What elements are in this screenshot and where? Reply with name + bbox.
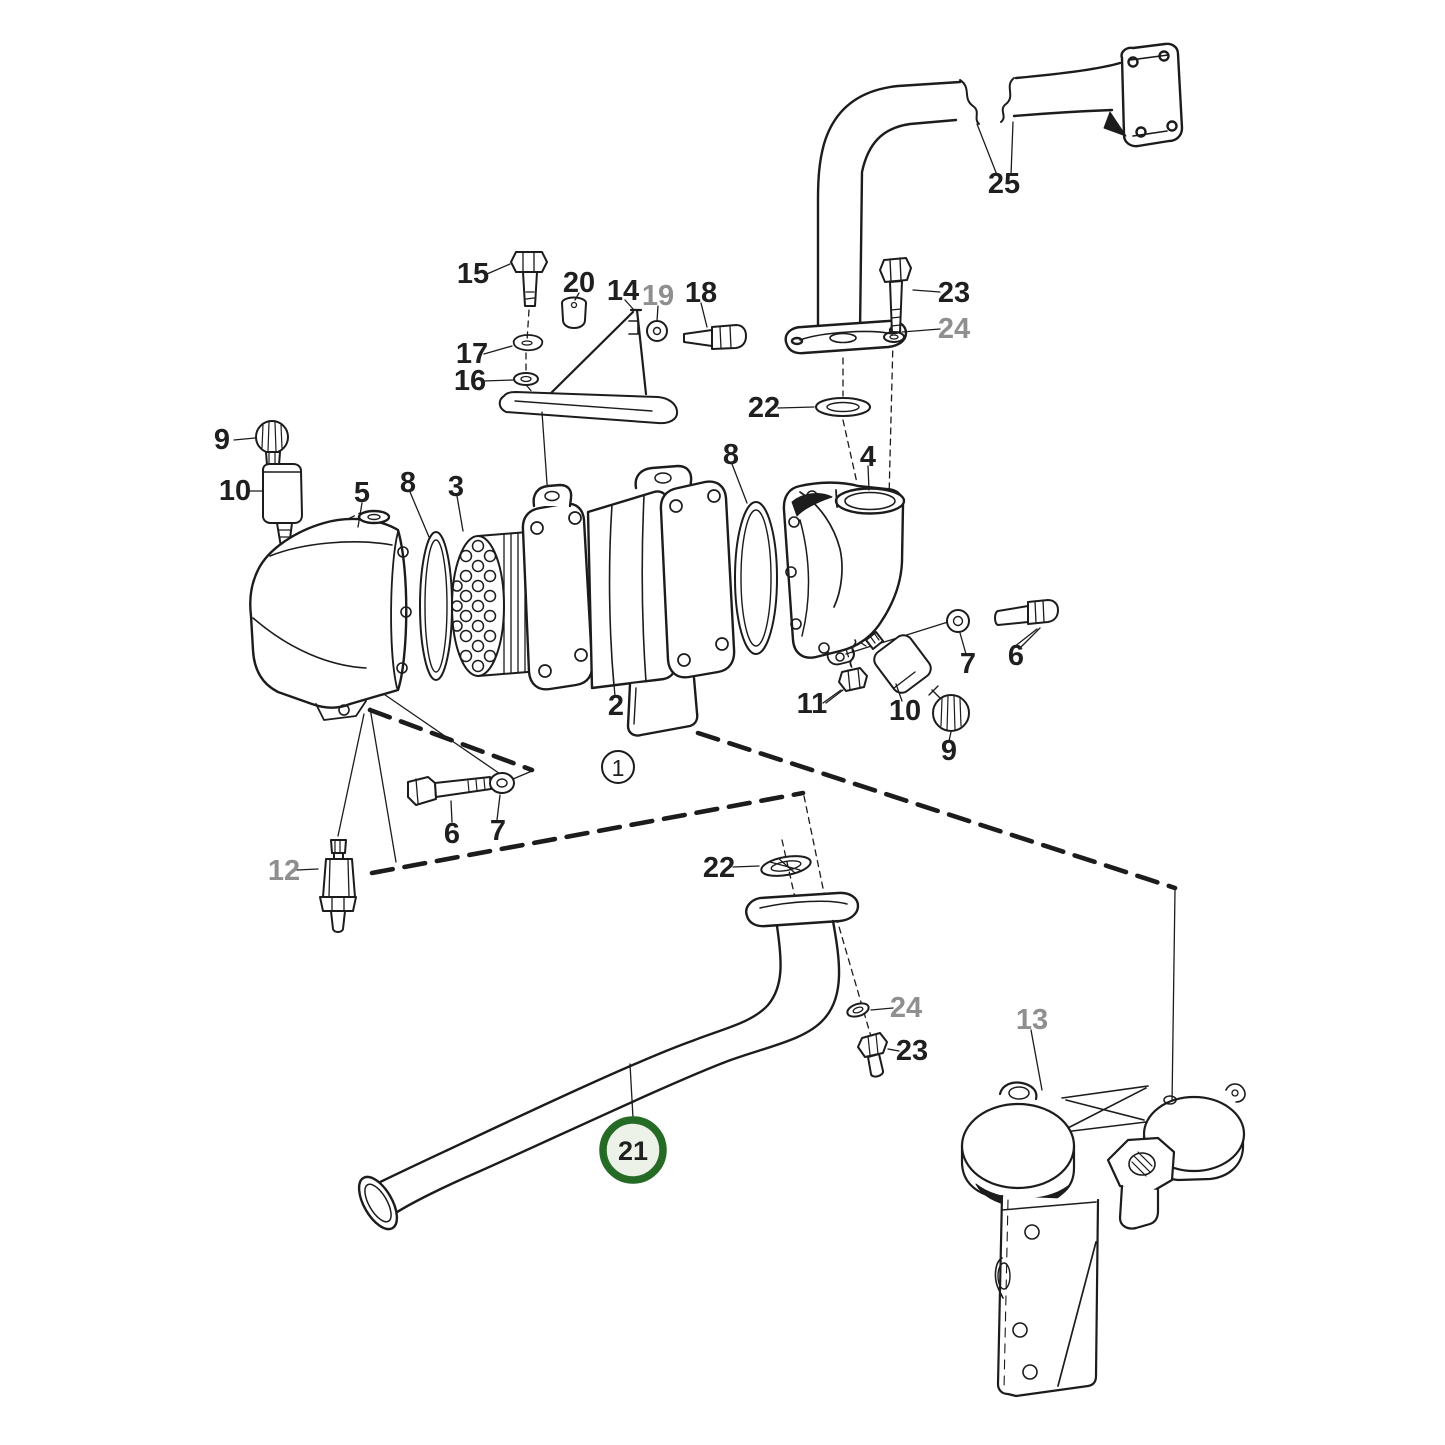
callout-8-right: 8: [723, 439, 739, 471]
gasket-22-lower-drawing: [760, 855, 812, 877]
callout-15: 15: [457, 258, 489, 290]
callout-17: 17: [456, 338, 488, 370]
callout-23-lower: 23: [896, 1035, 928, 1067]
callout-7-lower: 7: [490, 815, 506, 847]
callout-6-lower: 6: [444, 818, 460, 850]
callout-6-right: 6: [1008, 640, 1024, 672]
callout-10-right: 10: [889, 695, 921, 727]
diagram-artwork: [233, 42, 1246, 1398]
bolt-6-lower-drawing: [407, 776, 492, 823]
end-cover-5-drawing: [249, 509, 412, 721]
housing-2-drawing: [521, 464, 736, 737]
highlighted-part-21-marker[interactable]: 21: [599, 1116, 667, 1184]
pipe-25-drawing: [784, 42, 1184, 355]
callout-11: 11: [797, 688, 828, 720]
assembly-reference-1: 1: [601, 750, 635, 784]
filter-bracket-13-drawing: [960, 1081, 1246, 1398]
callout-10-left: 10: [219, 475, 251, 507]
leader-lines: [233, 263, 1038, 871]
callout-16: 16: [454, 365, 486, 397]
gasket-22-top-drawing: [815, 397, 871, 417]
leader-lines-top-right: [732, 121, 1014, 1052]
drain-cock-12-drawing: [319, 839, 357, 933]
callout-19: 19: [642, 280, 674, 312]
sensor-10-right-drawing: [865, 631, 932, 694]
gasket-8-left-drawing: [419, 531, 453, 681]
washer-24-lower-drawing: [846, 1002, 870, 1018]
callout-9-right: 9: [941, 735, 957, 767]
callout-22-lower: 22: [703, 852, 735, 884]
pipe-21-drawing: [357, 891, 860, 1231]
sensor-9-10-left-drawing: [255, 420, 303, 548]
callout-8-left: 8: [400, 467, 416, 499]
gasket-8-right-drawing: [734, 501, 778, 655]
cap-9-right-drawing: [928, 685, 970, 732]
end-housing-4-drawing: [782, 481, 906, 666]
callout-labels: 15 20 14 19 18 17 16 9 10 5 8 3 8 4 2 11…: [214, 168, 1048, 1067]
callout-12: 12: [268, 855, 300, 887]
highlight-ring[interactable]: [599, 1116, 667, 1184]
callout-24-top: 24: [938, 313, 970, 345]
bolt-23-lower-drawing: [857, 1032, 888, 1078]
callout-22-top: 22: [748, 392, 780, 424]
plug-11-drawing: [825, 639, 868, 704]
callout-3: 3: [448, 471, 464, 503]
callout-18: 18: [685, 277, 717, 309]
callout-20: 20: [563, 267, 595, 299]
callout-1: 1: [612, 755, 625, 781]
bolt-23-top-drawing: [879, 257, 912, 343]
callout-23-top: 23: [938, 277, 970, 309]
callout-7-right: 7: [960, 648, 976, 680]
alignment-lines: [289, 309, 1176, 1119]
callout-4: 4: [860, 441, 876, 473]
washer-7-lower-drawing: [489, 772, 515, 821]
callout-14: 14: [607, 275, 639, 307]
callout-9-left: 9: [214, 424, 230, 456]
callout-5: 5: [354, 477, 370, 509]
callout-2: 2: [608, 690, 624, 722]
washer-7-right-drawing: [946, 609, 970, 633]
callout-25: 25: [988, 168, 1020, 200]
callout-13: 13: [1016, 1004, 1048, 1036]
bracket-14-group-drawing: [498, 251, 747, 499]
callout-21: 21: [618, 1136, 648, 1166]
callout-24-lower: 24: [890, 992, 922, 1024]
bolt-6-right-drawing: [994, 599, 1059, 649]
